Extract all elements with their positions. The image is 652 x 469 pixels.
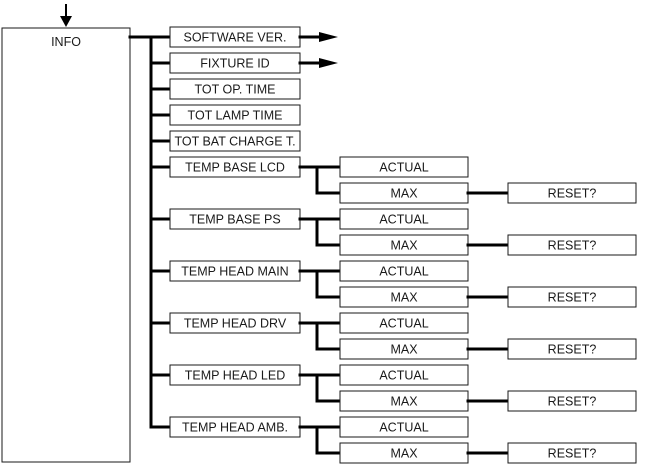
max-label: MAX xyxy=(390,187,418,201)
reset-label: RESET? xyxy=(548,291,597,305)
entry-arrow-head xyxy=(60,16,72,27)
reset-label: RESET? xyxy=(548,187,597,201)
actual-label: ACTUAL xyxy=(379,421,428,435)
reset-box xyxy=(507,234,637,256)
actual-box xyxy=(339,260,469,282)
actual-box xyxy=(339,364,469,386)
menu-item-label-temp-head-led: TEMP HEAD LED xyxy=(185,369,286,383)
max-label: MAX xyxy=(390,291,418,305)
max-label: MAX xyxy=(390,395,418,409)
reset-label: RESET? xyxy=(548,343,597,357)
actual-label: ACTUAL xyxy=(379,265,428,279)
menu-item-tot-bat-charge-t xyxy=(169,130,301,152)
arrow-right-icon xyxy=(319,32,338,42)
reset-box xyxy=(507,390,637,412)
reset-box xyxy=(507,182,637,204)
reset-label: RESET? xyxy=(548,239,597,253)
menu-item-tot-lamp-time xyxy=(169,104,301,126)
reset-box xyxy=(507,286,637,308)
actual-label: ACTUAL xyxy=(379,369,428,383)
menu-item-label-tot-lamp-time: TOT LAMP TIME xyxy=(188,109,283,123)
actual-label: ACTUAL xyxy=(379,161,428,175)
max-label: MAX xyxy=(390,343,418,357)
actual-box xyxy=(339,156,469,178)
info-root-box xyxy=(1,27,131,463)
menu-item-label-software-ver: SOFTWARE VER. xyxy=(183,31,286,45)
max-label: MAX xyxy=(390,447,418,461)
menu-item-label-temp-head-amb: TEMP HEAD AMB. xyxy=(182,421,288,435)
arrow-right-icon xyxy=(319,58,338,68)
menu-item-label-temp-head-main: TEMP HEAD MAIN xyxy=(181,265,288,279)
simple-items-group: SOFTWARE VER. FIXTURE ID TOT OP. TIME TOT L… xyxy=(149,26,338,152)
temp-items-group: TEMP BASE LCD ACTUAL MAX RESET? TEMP BASE PS… xyxy=(149,156,637,464)
menu-item-label-temp-base-ps: TEMP BASE PS xyxy=(189,213,280,227)
actual-label: ACTUAL xyxy=(379,213,428,227)
actual-label: ACTUAL xyxy=(379,317,428,331)
info-root-label: INFO xyxy=(51,35,81,49)
reset-box xyxy=(507,338,637,360)
menu-item-label-tot-bat-charge-t: TOT BAT CHARGE T. xyxy=(174,135,295,149)
actual-box xyxy=(339,312,469,334)
actual-box xyxy=(339,208,469,230)
max-label: MAX xyxy=(390,239,418,253)
menu-item-tot-op-time xyxy=(169,78,301,100)
actual-box xyxy=(339,416,469,438)
reset-label: RESET? xyxy=(548,395,597,409)
menu-item-label-fixture-id: FIXTURE ID xyxy=(200,57,269,71)
reset-box xyxy=(507,442,637,464)
menu-item-label-temp-head-drv: TEMP HEAD DRV xyxy=(184,317,287,331)
menu-item-label-temp-base-lcd: TEMP BASE LCD xyxy=(185,161,285,175)
menu-item-label-tot-op-time: TOT OP. TIME xyxy=(194,83,275,97)
reset-label: RESET? xyxy=(548,447,597,461)
